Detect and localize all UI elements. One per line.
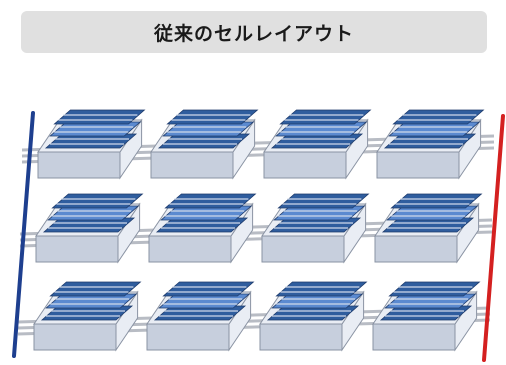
solar-cell-panel	[49, 281, 142, 297]
solar-cell-panel	[164, 193, 257, 209]
cell-module	[263, 109, 372, 180]
module-box-front	[261, 235, 345, 263]
solar-cell-panel	[162, 281, 255, 297]
cell-module	[150, 109, 259, 180]
cell-module	[37, 109, 146, 180]
module-box-front	[376, 151, 460, 179]
solar-cell-panel	[51, 193, 144, 209]
module-box-front	[33, 323, 117, 351]
module-box-front	[150, 151, 234, 179]
module-box-front	[263, 151, 347, 179]
solar-cell-panel	[388, 281, 481, 297]
solar-cell-panel	[166, 109, 259, 125]
module-box-front	[372, 323, 456, 351]
cell-module	[148, 193, 257, 264]
diagram-title: 従来のセルレイアウト	[153, 22, 354, 45]
cell-module	[376, 109, 485, 180]
module-box-front	[148, 235, 232, 263]
solar-cell-panel	[53, 109, 146, 125]
module-box-front	[146, 323, 230, 351]
solar-cell-panel	[279, 109, 372, 125]
cell-module	[261, 193, 370, 264]
title-banner: 従来のセルレイアウト	[21, 11, 487, 53]
solar-cell-panel	[390, 193, 483, 209]
solar-cell-panel	[275, 281, 368, 297]
cell-module	[372, 281, 481, 352]
negative-busbar	[12, 111, 35, 358]
solar-cell-panel	[277, 193, 370, 209]
cell-modules	[33, 109, 485, 352]
module-box-front	[35, 235, 119, 263]
cell-module	[259, 281, 368, 352]
positive-busbar	[482, 114, 505, 362]
cell-module	[146, 281, 255, 352]
cell-module	[33, 281, 142, 352]
module-box-front	[37, 151, 121, 179]
module-box-front	[259, 323, 343, 351]
cell-module	[374, 193, 483, 264]
module-box-front	[374, 235, 458, 263]
solar-cell-panel	[392, 109, 485, 125]
cell-module	[35, 193, 144, 264]
